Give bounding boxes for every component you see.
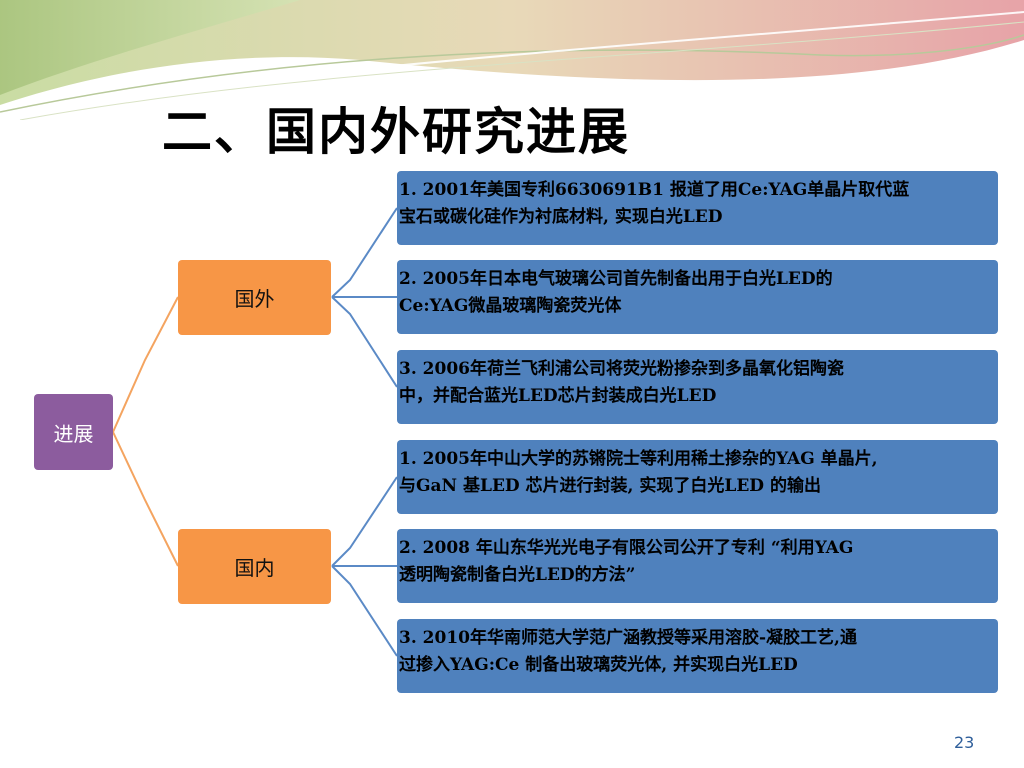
foreign-research-item-1: 1. 2001年美国专利6630691B1 报道了用Ce:YAG单晶片取代蓝 宝…: [397, 171, 998, 245]
item-text-line-2: 宝石或碳化硅作为衬底材料, 实现白光LED: [399, 207, 723, 227]
slide-title: 二、国内外研究进展: [162, 103, 630, 161]
root-node-progress: 进展: [34, 394, 113, 470]
connector-domestic-to-item-1: [331, 476, 398, 567]
domestic-research-item-1: 1. 2005年中山大学的苏锵院士等利用稀土掺杂的YAG 单晶片, 与GaN 基…: [397, 440, 998, 514]
item-text-line-1: 2. 2005年日本电气玻璃公司首先制备出用于白光LED的: [399, 269, 833, 289]
connector-domestic-to-item-3: [331, 565, 398, 657]
item-text-line-2: 中，并配合蓝光LED芯片封装成白光LED: [399, 386, 717, 406]
item-text-line-1: 2. 2008 年山东华光光电子有限公司公开了专利 “利用YAG: [399, 538, 854, 558]
item-text-line-1: 3. 2010年华南师范大学范广涵教授等采用溶胶-凝胶工艺,通: [399, 628, 857, 648]
item-text-line-1: 1. 2005年中山大学的苏锵院士等利用稀土掺杂的YAG 单晶片,: [399, 449, 878, 469]
connector-foreign-to-item-1: [331, 207, 398, 298]
connector-foreign-to-item-3: [331, 296, 398, 388]
branch-node-domestic: 国内: [178, 529, 331, 604]
item-text-line-2: 过掺入YAG:Ce 制备出玻璃荧光体, 并实现白光LED: [399, 655, 798, 675]
page-number: 23: [954, 733, 975, 752]
foreign-research-item-3: 3. 2006年荷兰飞利浦公司将荧光粉掺杂到多晶氧化铝陶瓷 中，并配合蓝光LED…: [397, 350, 998, 424]
domestic-research-item-2: 2. 2008 年山东华光光电子有限公司公开了专利 “利用YAG 透明陶瓷制备白…: [397, 529, 998, 603]
item-text-line-2: Ce:YAG微晶玻璃陶瓷荧光体: [399, 296, 622, 316]
branch-node-foreign: 国外: [178, 260, 331, 335]
item-text-line-1: 1. 2001年美国专利6630691B1 报道了用Ce:YAG单晶片取代蓝: [399, 180, 910, 200]
item-text-line-2: 透明陶瓷制备白光LED的方法”: [399, 565, 636, 585]
connector-root-to-foreign: [112, 296, 179, 433]
item-text-line-2: 与GaN 基LED 芯片进行封装, 实现了白光LED 的输出: [399, 476, 821, 496]
item-text-line-1: 3. 2006年荷兰飞利浦公司将荧光粉掺杂到多晶氧化铝陶瓷: [399, 359, 844, 379]
domestic-research-item-3: 3. 2010年华南师范大学范广涵教授等采用溶胶-凝胶工艺,通 过掺入YAG:C…: [397, 619, 998, 693]
decorative-wave-banner: [0, 0, 1024, 120]
foreign-research-item-2: 2. 2005年日本电气玻璃公司首先制备出用于白光LED的 Ce:YAG微晶玻璃…: [397, 260, 998, 334]
connector-root-to-domestic: [112, 431, 179, 567]
